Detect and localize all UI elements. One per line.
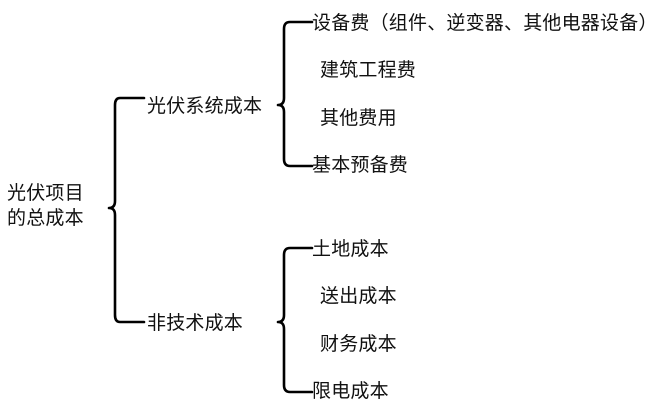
leaf-label-basic-reserve-cost: 基本预备费 [312, 154, 409, 176]
leaf-label-transmission-cost: 送出成本 [320, 285, 397, 307]
root-node-label-line-2: 的总成本 [7, 207, 84, 229]
branch-2-brace-connector [276, 246, 314, 394]
leaf-label-curtailment-cost: 限电成本 [312, 380, 389, 402]
leaf-label-financial-cost: 财务成本 [320, 333, 397, 355]
branch-label-pv-system-cost: 光伏系统成本 [147, 95, 263, 117]
branch-label-non-technical-cost: 非技术成本 [147, 312, 244, 334]
root-node-label-line-1: 光伏项目 [7, 182, 84, 204]
root-brace-connector [107, 96, 146, 324]
leaf-label-construction-cost: 建筑工程费 [320, 59, 417, 81]
root-node-label: 光伏项目 的总成本 [7, 181, 107, 231]
leaf-label-land-cost: 土地成本 [312, 238, 389, 260]
branch-1-brace-connector [276, 20, 314, 168]
leaf-label-other-cost: 其他费用 [320, 107, 397, 129]
leaf-label-equipment-cost: 设备费（组件、逆变器、其他电器设备） [312, 12, 658, 34]
